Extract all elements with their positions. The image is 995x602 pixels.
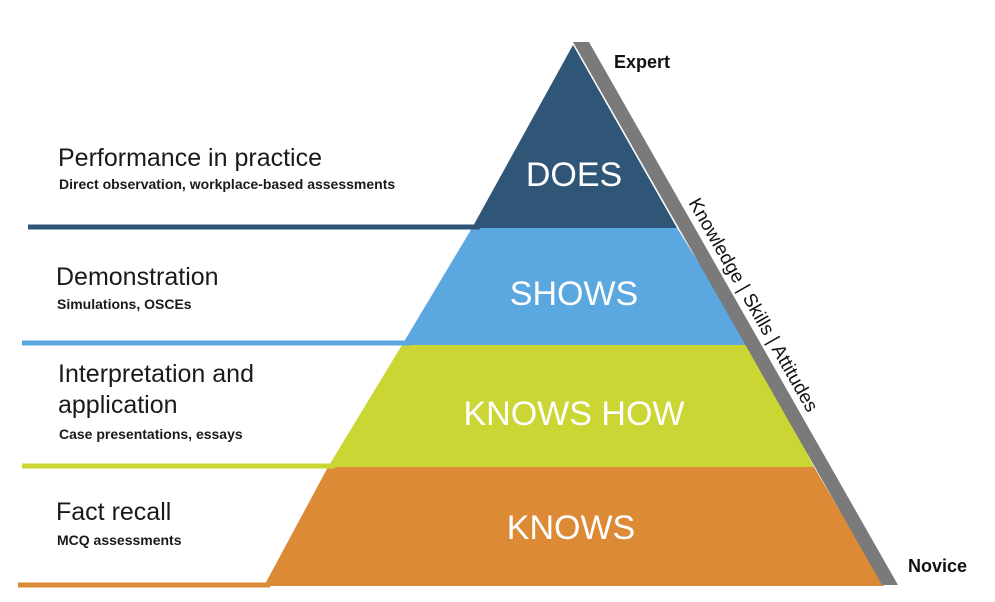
tier-band-knows xyxy=(264,467,884,586)
tier-band-does xyxy=(472,45,677,228)
tier-band-knows-how xyxy=(328,345,814,467)
tier-label-knows: KNOWS xyxy=(507,509,635,547)
tier-heading-demonstration: Demonstration xyxy=(56,263,219,291)
tier-sub-interpretation: Case presentations, essays xyxy=(59,426,243,442)
tier-band-shows xyxy=(402,228,750,345)
tier-heading-performance: Performance in practice xyxy=(58,144,322,172)
tier-heading-interpretation-line1: Interpretation and xyxy=(58,360,254,388)
tier-label-does: DOES xyxy=(526,156,622,194)
tier-sub-performance: Direct observation, workplace-based asse… xyxy=(59,176,395,192)
tier-sub-demonstration: Simulations, OSCEs xyxy=(57,296,192,312)
tier-sub-fact-recall: MCQ assessments xyxy=(57,532,182,548)
novice-label: Novice xyxy=(908,556,967,576)
tier-heading-interpretation-line2: application xyxy=(58,391,178,419)
tier-heading-fact-recall: Fact recall xyxy=(56,498,171,526)
tier-label-shows: SHOWS xyxy=(510,275,638,313)
expert-label: Expert xyxy=(614,52,670,72)
tier-label-knows-how: KNOWS HOW xyxy=(464,395,685,433)
skills-axis-bar xyxy=(573,42,898,585)
